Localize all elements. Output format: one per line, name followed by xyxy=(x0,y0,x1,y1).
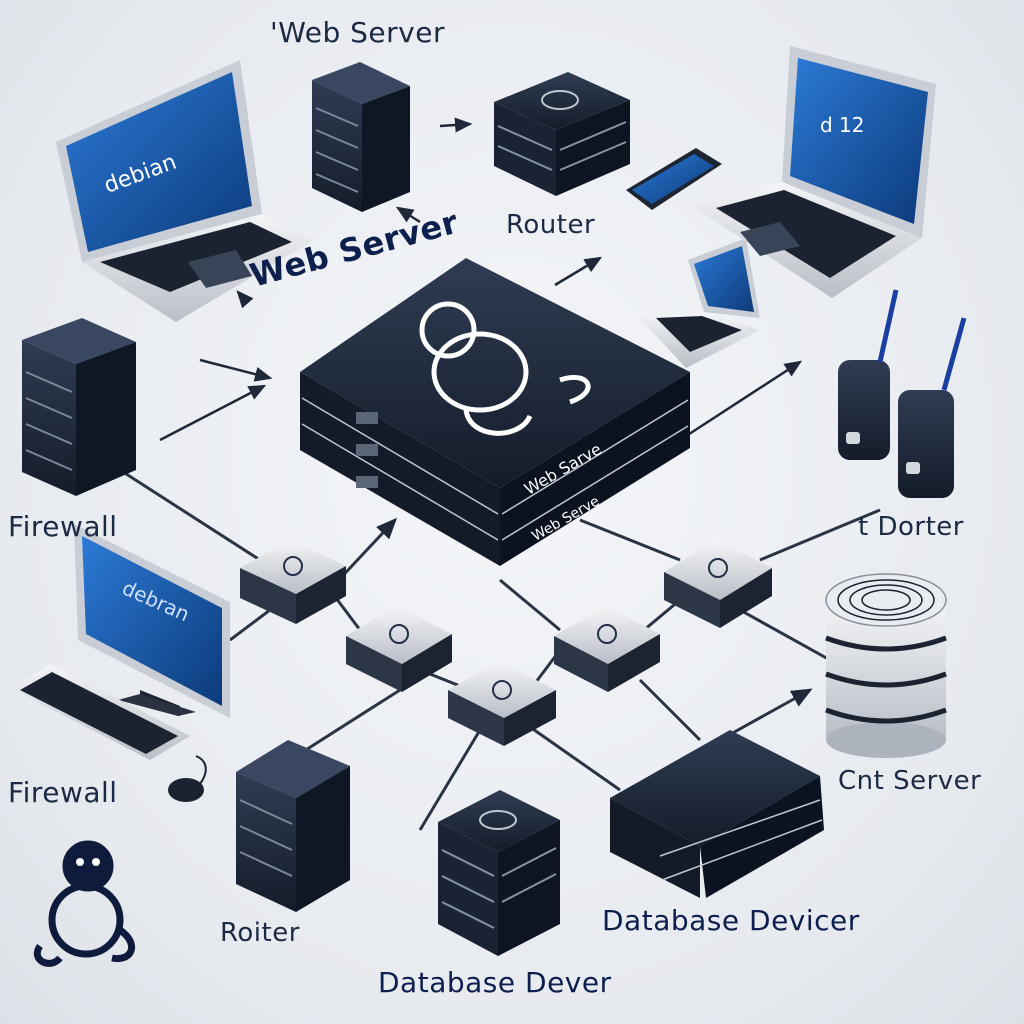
label-firewall-bottom: Firewall xyxy=(8,776,118,809)
label-top-web-server: 'Web Server xyxy=(270,16,445,49)
firewall-tower-icon xyxy=(22,318,136,496)
phone-icon xyxy=(626,148,722,210)
web-server-tower-icon xyxy=(312,62,410,212)
laptop-right-screen-text: d 12 xyxy=(820,113,865,137)
label-cnt-server: Cnt Server xyxy=(838,766,982,796)
cable xyxy=(719,688,813,742)
cable xyxy=(638,678,702,742)
arrow xyxy=(395,206,421,224)
cable xyxy=(579,518,681,562)
wireless-router-icon xyxy=(838,289,967,498)
cable xyxy=(499,578,561,632)
cable xyxy=(289,688,401,762)
cable xyxy=(759,508,881,562)
penguin-logo xyxy=(419,301,591,436)
cable xyxy=(418,729,482,831)
switch-icon xyxy=(346,606,452,692)
arrow xyxy=(554,256,603,287)
arrow xyxy=(679,360,803,442)
switch-icon xyxy=(554,606,660,692)
router-tower-icon xyxy=(236,740,350,912)
arrow xyxy=(159,384,267,442)
network-appliance-icon xyxy=(610,730,824,898)
switch-icon xyxy=(448,662,556,746)
arrow xyxy=(199,358,273,382)
keyboard-icon xyxy=(10,664,190,760)
desktop-monitor-icon xyxy=(74,524,230,718)
router-top-icon xyxy=(494,72,630,196)
arrow xyxy=(439,117,473,133)
laptop-left-icon xyxy=(56,60,314,322)
cable xyxy=(229,608,271,642)
laptop-right-icon xyxy=(692,46,936,298)
switch-icon xyxy=(664,540,772,628)
mouse-icon xyxy=(168,755,207,802)
cable xyxy=(119,468,261,562)
label-firewall-left: Firewall xyxy=(8,510,118,543)
database-stack-icon xyxy=(438,790,560,956)
switch-icon xyxy=(240,540,346,624)
switches xyxy=(240,540,772,746)
penguin-logo-icon xyxy=(34,840,135,967)
label-database-dever: Database Dever xyxy=(378,966,612,999)
arrow xyxy=(236,290,254,309)
cable xyxy=(739,608,831,662)
label-dorter-right: t Dorter xyxy=(858,512,964,542)
label-router-bottom: Roiter xyxy=(220,918,300,948)
laptop-small-icon xyxy=(638,238,760,368)
central-web-server-icon xyxy=(300,258,690,566)
label-database-devicer: Database Devicer xyxy=(602,904,860,937)
database-cylinder-icon xyxy=(825,573,947,758)
cable xyxy=(519,718,621,792)
arrows xyxy=(159,117,803,442)
label-router-top: Router xyxy=(506,210,596,240)
